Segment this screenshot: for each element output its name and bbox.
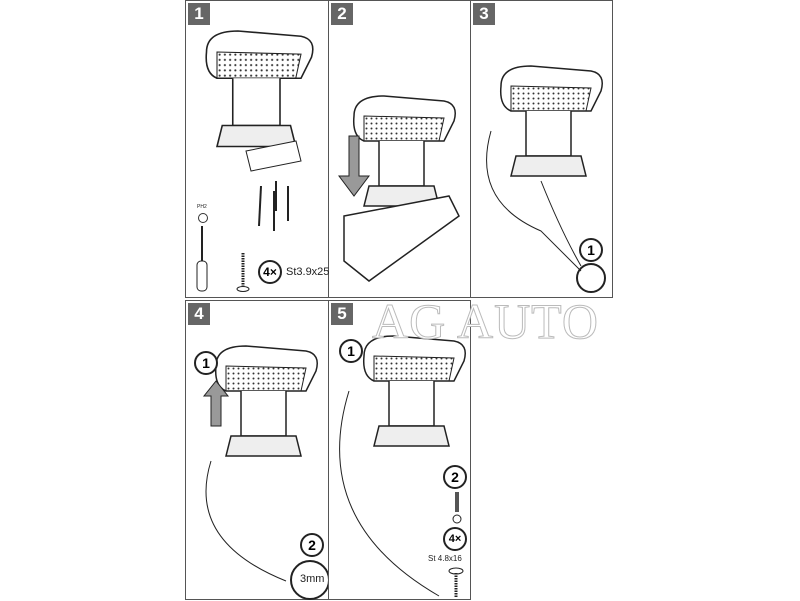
callout-1: 1 <box>579 238 603 262</box>
screw-count: 4× <box>443 527 467 551</box>
screwdriver-icon <box>196 226 208 292</box>
step-4-panel: 1 2 3mm 4 <box>185 300 330 600</box>
step-number: 2 <box>331 3 353 25</box>
ph2-bit-icon <box>198 213 208 223</box>
callout-1: 1 <box>194 351 218 375</box>
callout-1: 1 <box>339 339 363 363</box>
hex-key-size: 3mm <box>300 573 325 585</box>
screw-spec: St3.9x25 <box>286 266 330 278</box>
armrest-installed-illustration <box>486 65 603 272</box>
watermark: AG AUTO <box>372 293 599 349</box>
armrest-fixing-illustration <box>339 335 466 597</box>
callout-2: 2 <box>443 465 467 489</box>
screw-spec: St 4.8x16 <box>428 554 462 563</box>
step-5-panel: 1 2 4× St 4.8x16 5 <box>328 300 471 600</box>
armrest-mounting-illustration <box>205 30 314 231</box>
screw-icon <box>236 253 250 292</box>
driver-label: PH2 <box>197 204 207 210</box>
callout-2: 2 <box>300 533 324 557</box>
screw-icon <box>448 567 464 597</box>
step-number: 3 <box>473 3 495 25</box>
step-number: 1 <box>188 3 210 25</box>
step-3-panel: 1 3 <box>470 0 613 298</box>
screw-count: 4× <box>258 260 282 284</box>
armrest-insert-illustration <box>338 95 460 282</box>
detail-circle <box>576 263 606 293</box>
step-number: 5 <box>331 303 353 325</box>
step-1-panel: PH2 4× St3.9x25 1 <box>185 0 329 298</box>
armrest-remove-illustration <box>202 345 318 582</box>
screwdriver-bit-icon <box>452 492 462 524</box>
step-number: 4 <box>188 303 210 325</box>
step-2-panel: 2 <box>328 0 471 298</box>
